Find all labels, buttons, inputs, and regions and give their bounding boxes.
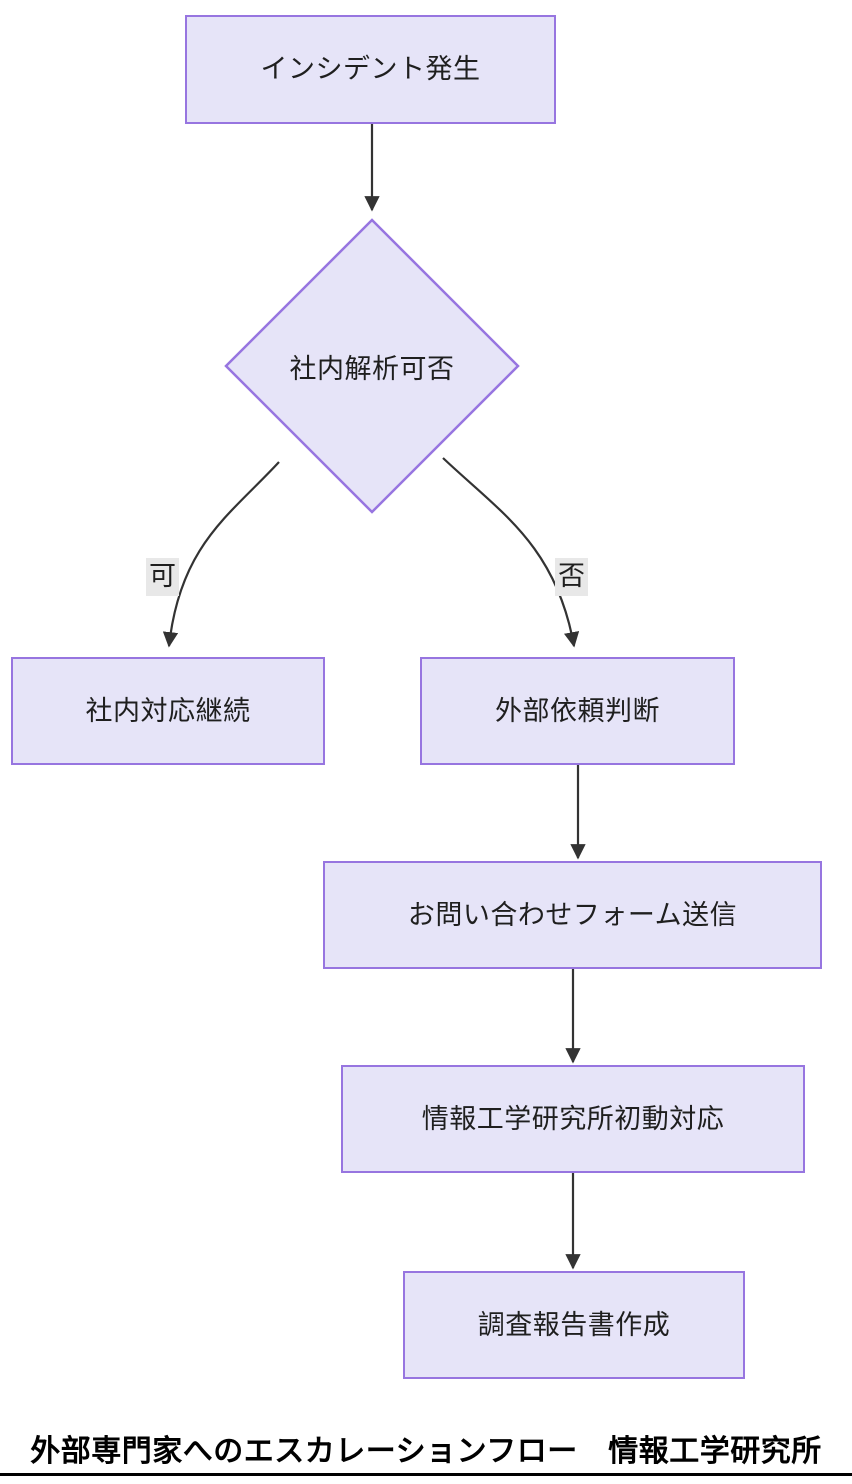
node-label: 調査報告書作成 [477,1309,671,1340]
node-label: 社内対応継続 [85,695,251,726]
node-lab-initial-response[interactable]: 情報工学研究所初動対応 [341,1065,805,1173]
node-label: 社内解析可否 [289,353,455,384]
node-incident-occurred[interactable]: インシデント発生 [185,15,556,124]
node-label: 外部依頼判断 [495,695,660,726]
node-create-investigation-report[interactable]: 調査報告書作成 [403,1271,745,1379]
node-external-request-decision[interactable]: 外部依頼判断 [420,657,735,765]
diamond-shape [224,218,520,514]
node-label: 情報工学研究所初動対応 [421,1103,725,1134]
edge-label-yes: 可 [146,558,179,596]
node-label: インシデント発生 [260,54,481,85]
caption-text: 外部専門家へのエスカレーションフロー 情報工学研究所 [30,1435,822,1468]
node-continue-internal-response[interactable]: 社内対応継続 [11,657,325,765]
caption-underline [0,1473,852,1476]
edge-label-no: 否 [555,558,588,596]
diagram-caption: 外部専門家へのエスカレーションフロー 情報工学研究所 [0,1426,852,1476]
node-submit-inquiry-form[interactable]: お問い合わせフォーム送信 [323,861,822,969]
node-internal-analysis-decision[interactable]: 社内解析可否 [224,218,520,514]
node-label: お問い合わせフォーム送信 [407,899,738,930]
